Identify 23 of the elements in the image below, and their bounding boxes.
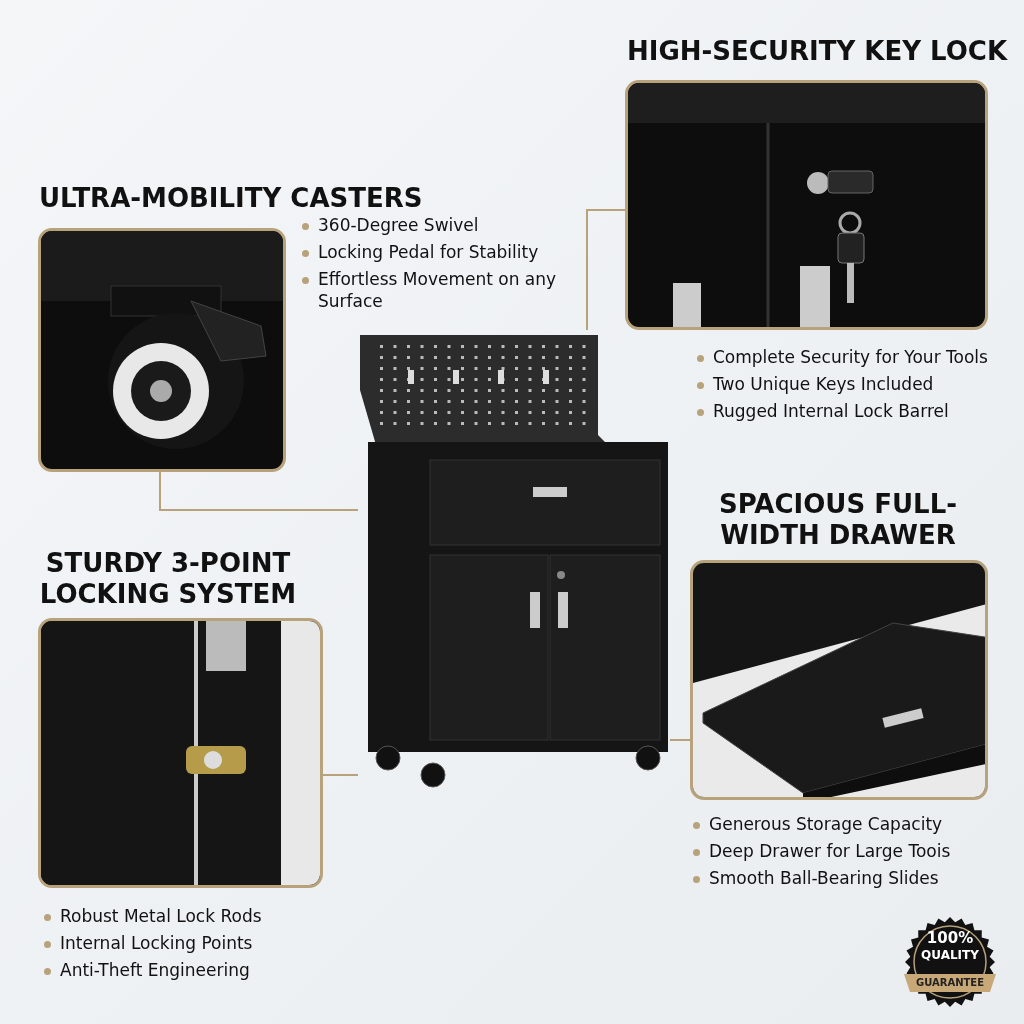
bullet-item: 360-Degree Swivel [302,214,592,236]
bullet-item: Locking Pedal for Stability [302,241,592,263]
bullet-item: Generous Storage Capacity [693,813,1003,835]
bullet-item: Deep Drawer for Large Toois [693,840,1003,862]
bullet-item: Rugged Internal Lock Barrel [697,400,1017,422]
bullet-item: Anti-Theft Engineering [44,959,344,981]
leader-line [586,209,626,331]
feature-heading: STURDY 3-POINT LOCKING SYSTEM [38,548,298,610]
feature-heading: HIGH-SECURITY KEY LOCK [627,36,1008,67]
leader-line [322,774,359,776]
bullet-item: Complete Security for Your Tools [697,346,1017,368]
bullet-item: Robust Metal Lock Rods [44,905,344,927]
bullet-item: Effortless Movement on any Surface [302,268,592,312]
bullet-item: Smooth Ball-Bearing Slides [693,867,1003,889]
leader-line [669,739,691,741]
seal-text: GUARANTEE [914,977,986,989]
feature-heading: ULTRA-MOBILITY CASTERS [39,183,423,214]
bullet-item: Internal Locking Points [44,932,344,954]
seal-text: QUALITY [920,948,980,962]
seal-text: 100% [925,930,975,947]
leader-line [159,471,359,511]
bullet-item: Two Unique Keys Included [697,373,1017,395]
feature-heading: SPACIOUS FULL-WIDTH DRAWER [717,489,959,551]
